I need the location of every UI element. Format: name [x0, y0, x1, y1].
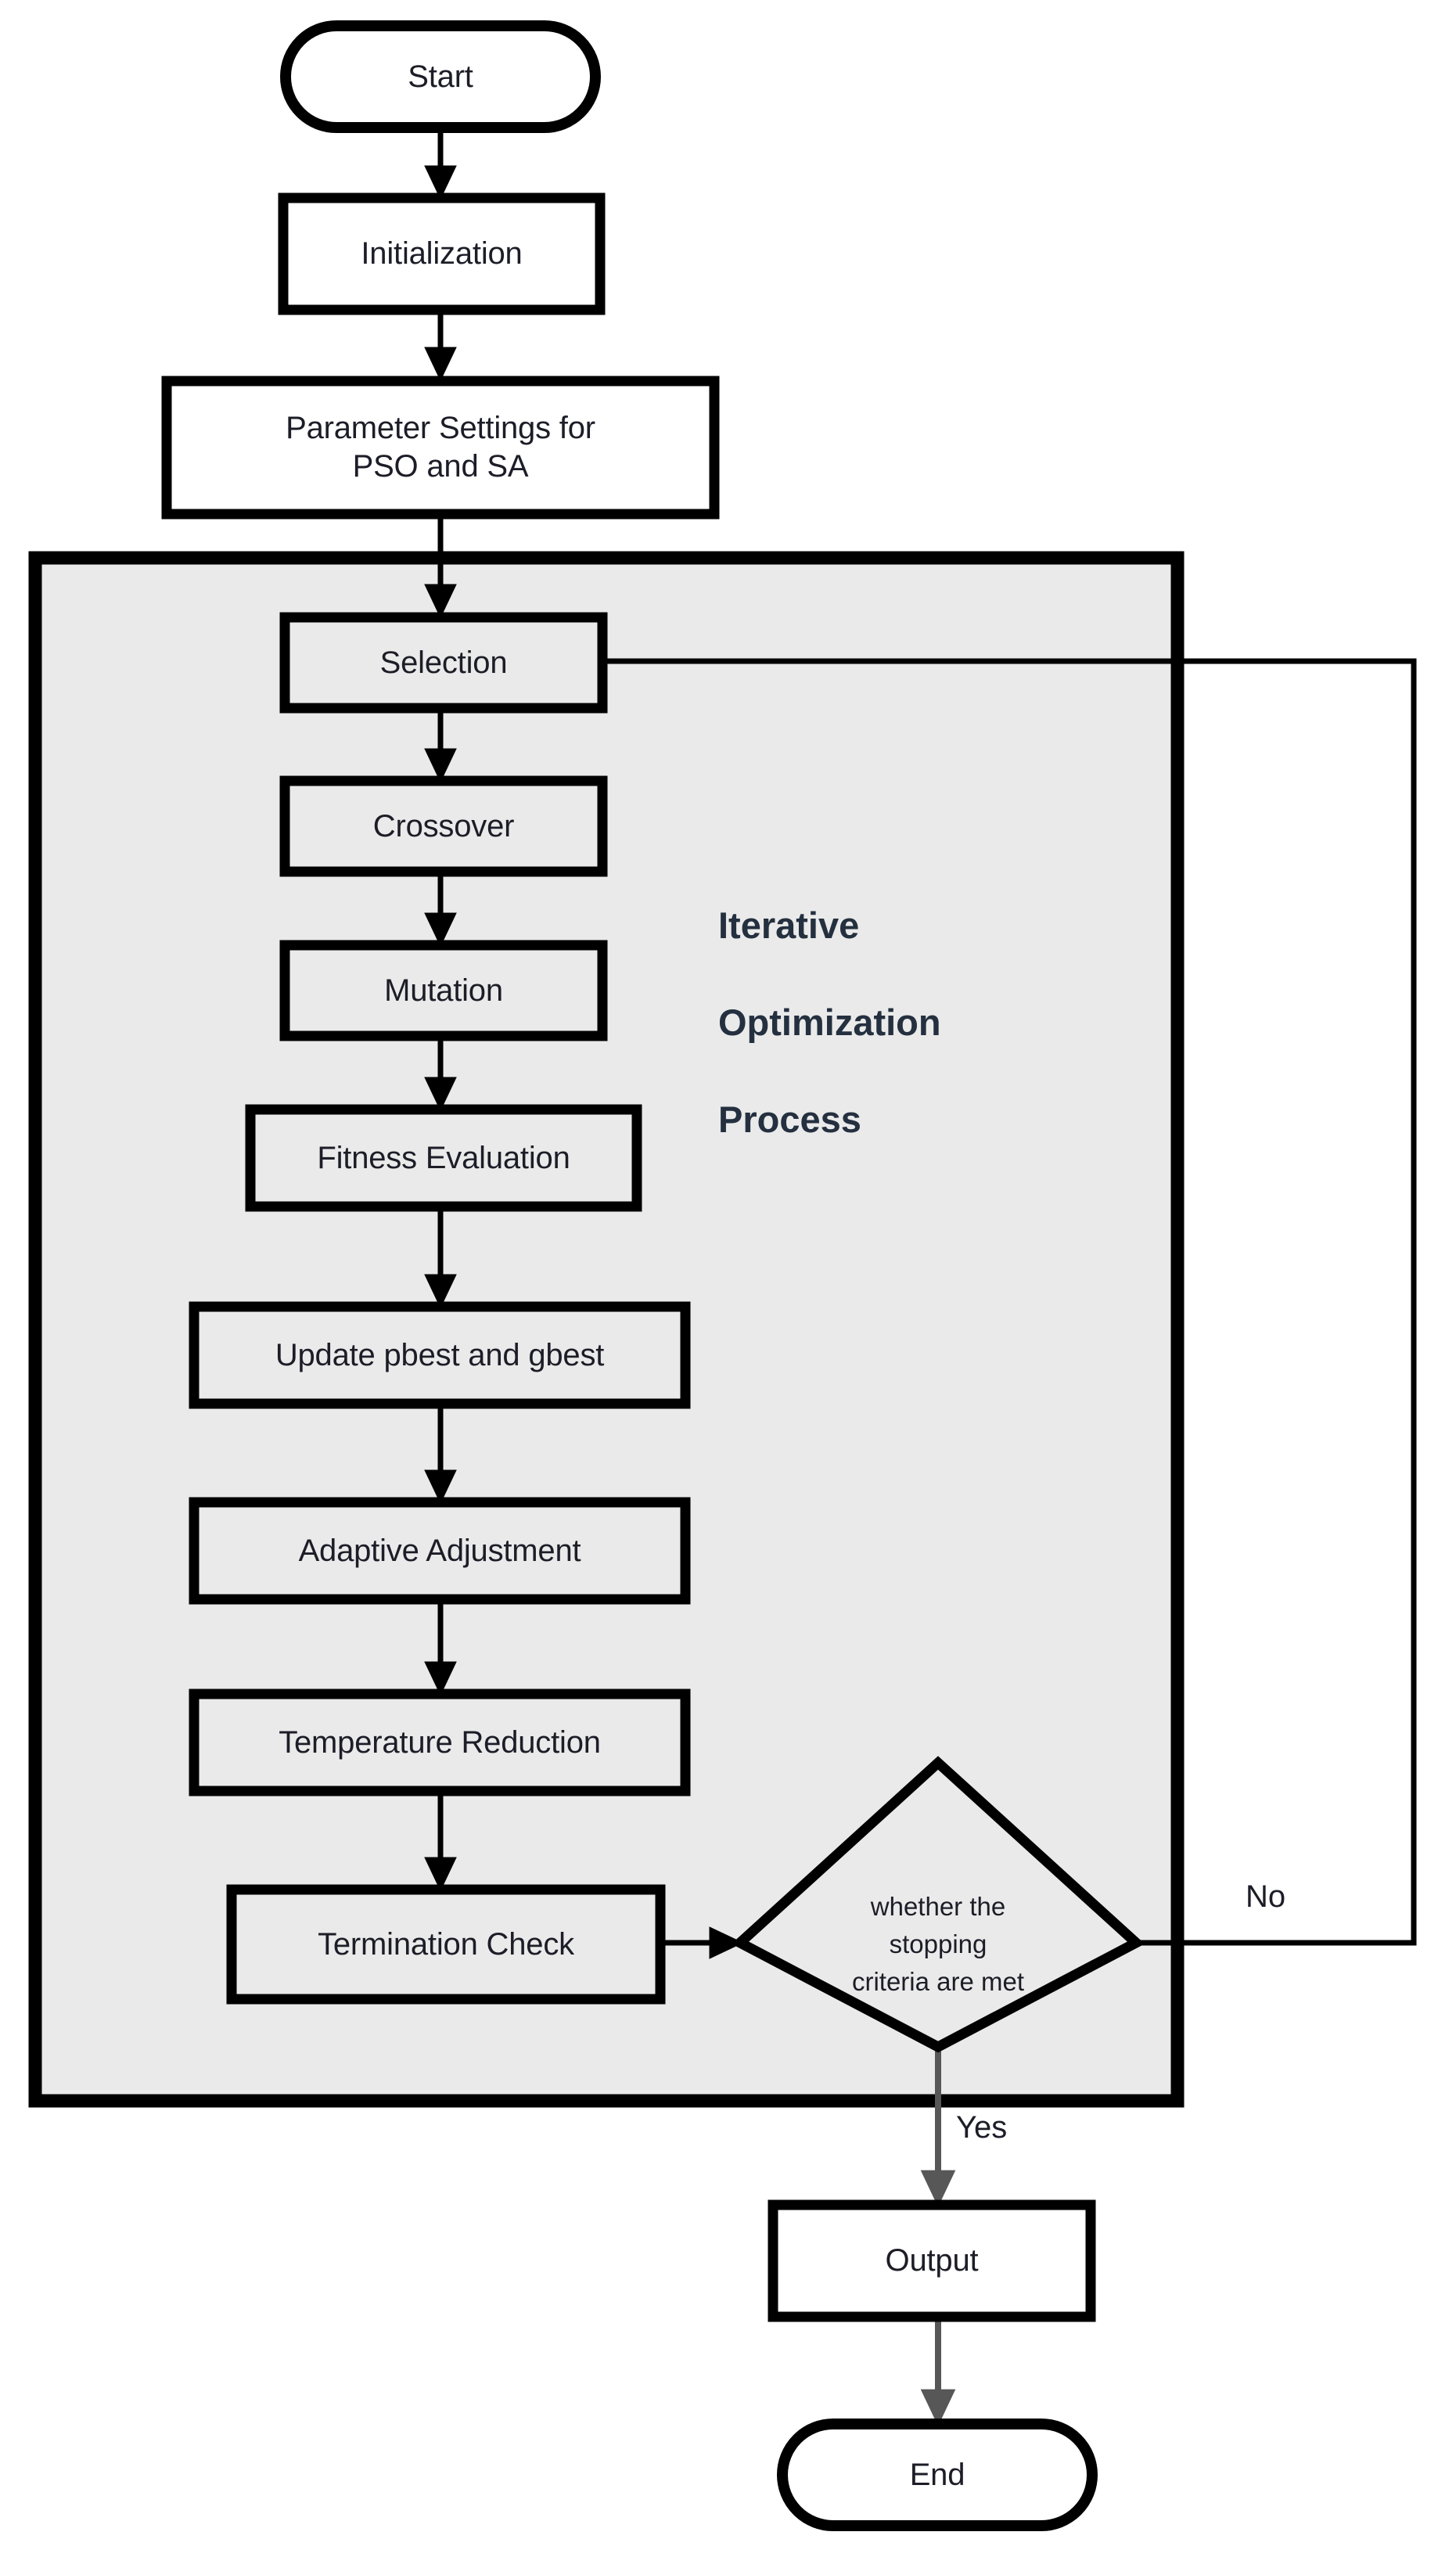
group-title-line-1: Iterative [718, 904, 860, 947]
edge-no-feedback-loop [569, 645, 1417, 1946]
node-adaptive-adjustment-shape[interactable] [189, 1497, 691, 1605]
decision-line-1: whether the [870, 1892, 1006, 1922]
group-title-line-2: Optimization [718, 1002, 941, 1044]
node-fitness-evaluation-shape[interactable] [245, 1104, 642, 1212]
edge-label-no: No [1246, 1879, 1286, 1914]
node-parameter-settings-shape[interactable] [161, 376, 720, 520]
edge-label-yes: Yes [956, 2110, 1008, 2145]
node-mutation-shape[interactable] [279, 940, 608, 1041]
node-temperature-reduction-shape[interactable] [189, 1688, 691, 1796]
node-end-shape[interactable] [777, 2419, 1098, 2531]
node-crossover-shape[interactable] [279, 775, 608, 877]
node-output-shape[interactable] [768, 2199, 1096, 2322]
decision-line-3: criteria are met [851, 1966, 1025, 1996]
node-termination-check-shape[interactable] [226, 1884, 666, 2005]
node-initialization-shape[interactable] [278, 192, 606, 315]
group-title-line-3: Process [718, 1099, 861, 1141]
node-decision-diamond-shape[interactable] [731, 1756, 1145, 2053]
node-start-shape[interactable] [280, 20, 601, 133]
decision-line-2: stopping [889, 1929, 987, 1959]
node-decision-label: whether the stopping criteria are met [750, 1854, 1126, 2034]
node-selection-shape[interactable] [279, 612, 608, 714]
iterative-process-group-title: Iterative Optimization Process [718, 853, 1125, 1144]
node-update-best-shape[interactable] [189, 1301, 691, 1409]
